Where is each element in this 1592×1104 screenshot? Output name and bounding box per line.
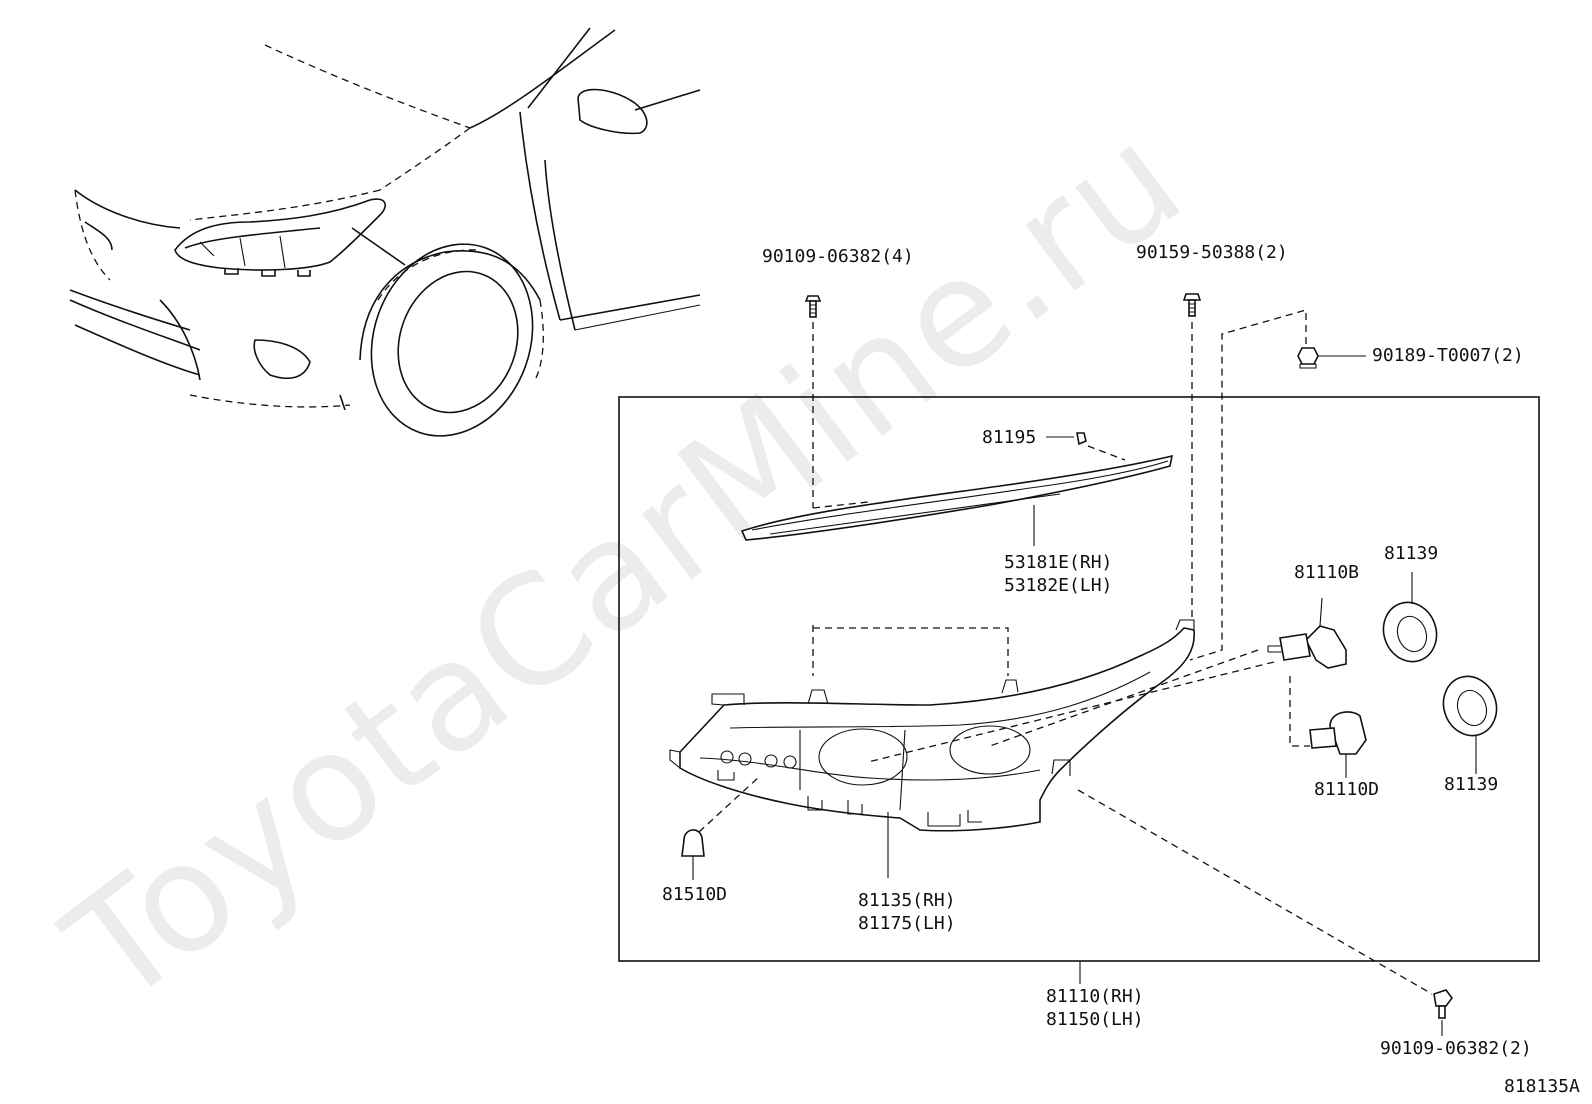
cover-81139-upper [1382,572,1438,663]
label-side-bulb-81510d: 81510D [662,884,727,905]
label-bulb-81110b: 81110B [1294,562,1359,583]
headlamp-housing [669,619,1195,878]
label-clip-90189-t0007-2: 90189-T0007(2) [1372,345,1524,366]
screw-81195 [1046,432,1087,446]
label-assembly-lh: 81150(LH) [1046,1009,1144,1030]
car-overview-illustration [69,27,701,437]
label-screw-81195: 81195 [982,427,1036,448]
label-housing-rh: 81135(RH) [858,890,956,911]
label-garnish-rh: 53181E(RH) [1004,552,1112,573]
label-bulb-81110d: 81110D [1314,779,1379,800]
screw-90159-50388-2 [1182,293,1202,317]
label-cover-81139-upper: 81139 [1384,543,1438,564]
diagram-code: 818135A [1504,1076,1580,1097]
label-cover-81139-lower: 81139 [1444,774,1498,795]
label-garnish-lh: 53182E(LH) [1004,575,1112,596]
label-bolt-90109-06382-2: 90109-06382(2) [1380,1038,1532,1059]
label-assembly-rh: 81110(RH) [1046,986,1144,1007]
clip-90189-t0007-2 [1297,347,1366,369]
label-screw-90159-50388-2: 90159-50388(2) [1136,242,1288,263]
bolt-90109-06382-2 [1433,989,1453,1036]
cover-81139-lower [1442,675,1498,774]
label-housing-lh: 81175(LH) [858,913,956,934]
label-bolt-90109-06382-4: 90109-06382(4) [762,246,914,267]
bolt-90109-06382-4 [804,295,822,318]
bulb-81110b [1267,597,1347,669]
side-marker-bulb [681,829,705,880]
assembly-boundary-box [618,396,1540,962]
garnish-strip [740,454,1174,546]
bulb-81110d [1309,711,1367,778]
